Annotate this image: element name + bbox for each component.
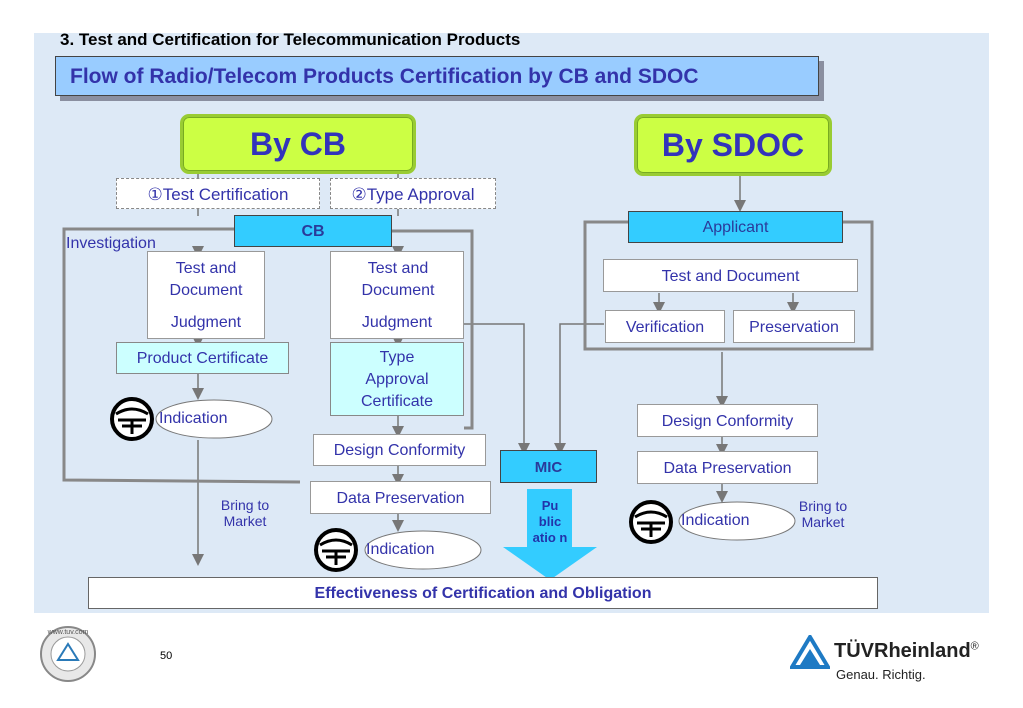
- telec-mark-icon: [110, 397, 154, 441]
- verification-box: Verification: [605, 310, 725, 343]
- telec-mark-icon: [629, 500, 673, 544]
- by-cb-label: By CB: [249, 126, 346, 162]
- cb-left-judgment: Judgment: [170, 314, 242, 331]
- sdoc-test-doc-box: Test and Document: [603, 259, 858, 292]
- applicant-box: Applicant: [628, 211, 843, 243]
- cb-right-test-box: [330, 251, 464, 339]
- type-approval-box: ②Type Approval: [330, 178, 496, 209]
- type-approval-certificate-box: [330, 342, 464, 416]
- cb-right-judgment: Judgment: [361, 314, 433, 331]
- brand-name-text: TÜVRheinland: [834, 640, 971, 662]
- cb-right-indication-label: Indication: [366, 541, 435, 558]
- by-sdoc-box: By SDOC: [634, 114, 832, 176]
- sdoc-indication-label: Indication: [681, 512, 750, 529]
- cb-bring-to-market: Bring to Market: [220, 497, 270, 529]
- effectiveness-box: Effectiveness of Certification and Oblig…: [88, 577, 878, 609]
- cb-right-test-doc: Test and Document: [361, 260, 435, 299]
- type-approval-certificate-label: Type Approval Certificate: [360, 349, 434, 410]
- by-cb-box: By CB: [180, 114, 416, 174]
- investigation-label: Investigation: [66, 235, 156, 252]
- test-certification-box: ①Test Certification: [116, 178, 320, 209]
- sdoc-bring-to-market: Bring to Market: [798, 498, 848, 530]
- cb-right-indication: [314, 528, 482, 572]
- brand-reg-mark: ®: [970, 640, 979, 653]
- brand-name: TÜVRheinland®: [834, 640, 979, 663]
- page-heading: 3. Test and Certification for Telecommun…: [60, 30, 521, 49]
- cb-box: CB: [234, 215, 392, 247]
- tuv-logo-icon: [790, 635, 830, 669]
- cb-data-preservation-box: Data Preservation: [310, 481, 491, 514]
- telec-mark-icon: [314, 528, 358, 572]
- cb-left-test-box: [147, 251, 265, 339]
- cb-left-test-doc: Test and Document: [169, 260, 243, 299]
- cb-left-indication-label: Indication: [159, 410, 228, 427]
- sdoc-design-conformity-box: Design Conformity: [637, 404, 818, 437]
- by-sdoc-label: By SDOC: [661, 127, 805, 163]
- cb-left-indication: [110, 397, 273, 441]
- page-number: 50: [160, 650, 173, 662]
- slide-title: Flow of Radio/Telecom Products Certifica…: [55, 56, 819, 96]
- preservation-box: Preservation: [733, 310, 855, 343]
- seal-text: www.tuv.com: [47, 629, 89, 636]
- cb-design-conformity-box: Design Conformity: [313, 434, 486, 466]
- brand-tagline: Genau. Richtig.: [836, 667, 926, 682]
- sdoc-indication: [629, 500, 796, 544]
- product-certificate-box: Product Certificate: [116, 342, 289, 374]
- mic-box: MIC: [500, 450, 597, 483]
- publication-label: Pu blic atio n: [532, 498, 568, 545]
- tuv-seal-icon: www.tuv.com: [40, 626, 96, 682]
- sdoc-data-preservation-box: Data Preservation: [637, 451, 818, 484]
- publication-arrow: [503, 489, 597, 580]
